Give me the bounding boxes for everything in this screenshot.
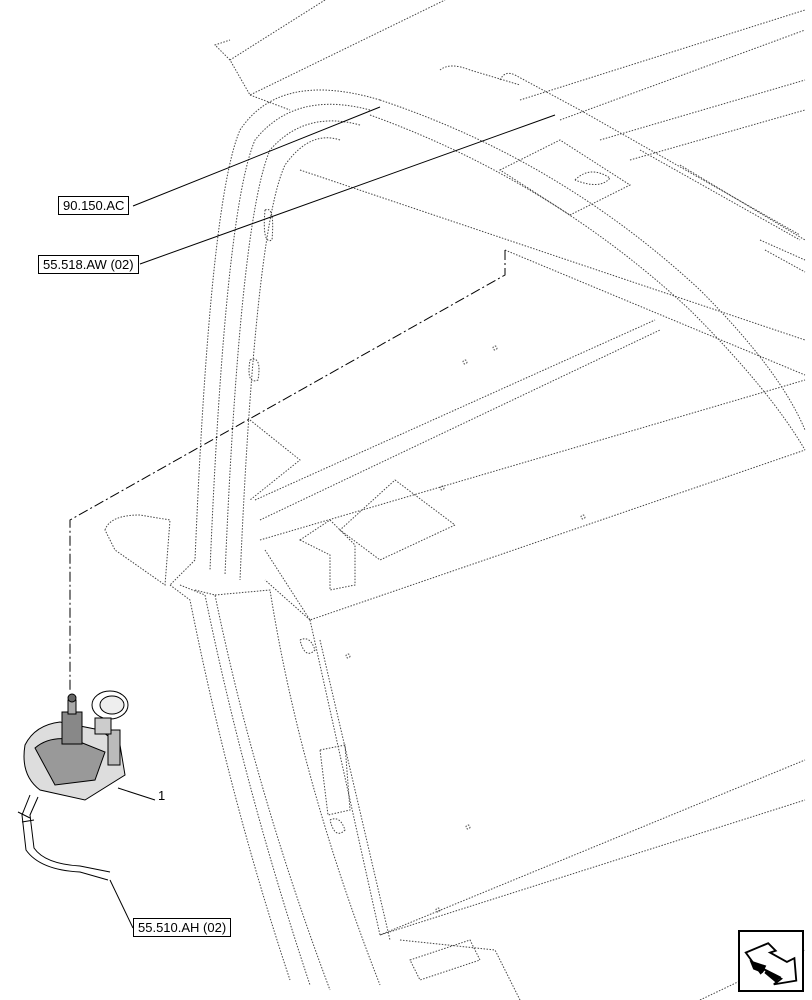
washer-hose [17, 794, 111, 881]
callout-55-510-ah[interactable]: 55.510.AH (02) [133, 918, 232, 937]
assembly-guide-line [69, 250, 506, 690]
next-page-arrow-icon [744, 942, 798, 986]
next-page-button[interactable] [738, 930, 804, 992]
item-number-label: 1 [158, 788, 166, 803]
wiper-motor-part [23, 690, 129, 801]
callout-55-518-aw[interactable]: 55.518.AW (02) [38, 255, 139, 274]
leader-lines [109, 106, 556, 929]
cab-frame-lines [104, 0, 806, 1000]
callout-90-150-ac[interactable]: 90.150.AC [58, 196, 130, 215]
